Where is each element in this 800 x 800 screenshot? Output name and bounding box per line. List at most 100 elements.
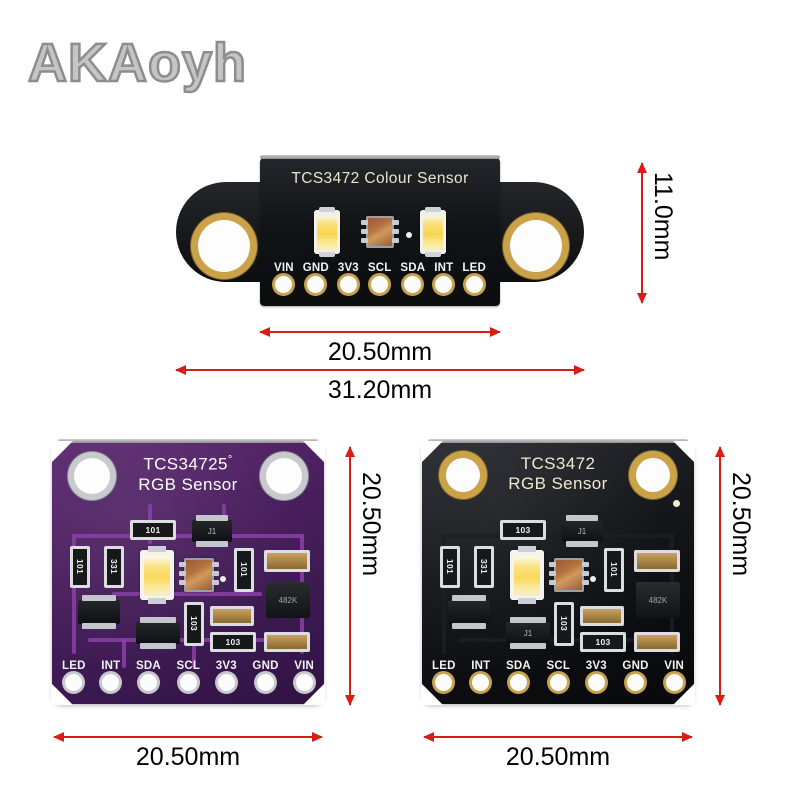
pin-pad[interactable] xyxy=(627,674,644,691)
pin-pad[interactable] xyxy=(472,674,490,691)
board-black-title-line1: TCS3472 xyxy=(520,454,596,473)
pin-label: LED xyxy=(62,660,86,672)
pin-vin[interactable]: VIN xyxy=(274,262,294,293)
pin-label: INT xyxy=(101,660,121,672)
pin-pad[interactable] xyxy=(549,674,567,691)
pin-label: SCL xyxy=(176,660,201,672)
pin-label: GND xyxy=(302,262,329,274)
dim-label-black-height: 20.50mm xyxy=(727,472,755,577)
brand-watermark-logo: AKAoyh xyxy=(27,32,248,95)
board-purple-tcs34725-rgb-sensor: TCS34725° RGB Sensor 101 J1 101 331 101 … xyxy=(51,439,325,705)
white-led xyxy=(140,546,174,604)
pin-vin[interactable]: VIN xyxy=(294,660,314,691)
transistor-left xyxy=(448,595,490,629)
pin-pad[interactable] xyxy=(65,674,83,691)
pin-gnd[interactable]: GND xyxy=(303,262,329,293)
dim-label-top-board-width: 20.50mm xyxy=(327,338,433,366)
pin-pad[interactable] xyxy=(217,674,235,691)
pin-scl[interactable]: SCL xyxy=(547,660,571,691)
resistor-101-left: 101 xyxy=(70,546,90,588)
pin-pad[interactable] xyxy=(102,674,120,691)
mounting-hole-right xyxy=(266,458,302,494)
pin-label: INT xyxy=(434,262,454,274)
dim-label-top-height: 11.0mm xyxy=(649,172,677,261)
pin-pad[interactable] xyxy=(509,674,527,691)
pin-pad[interactable] xyxy=(371,276,389,293)
dim-label-purple-width: 20.50mm xyxy=(135,743,241,771)
pin-scl[interactable]: SCL xyxy=(177,660,201,691)
pin-sda[interactable]: SDA xyxy=(506,660,531,691)
pin-pad[interactable] xyxy=(339,276,357,293)
pin-3v3[interactable]: 3V3 xyxy=(586,660,607,691)
pin-pad[interactable] xyxy=(665,674,683,691)
pin-pad[interactable] xyxy=(404,276,422,293)
capacitor-mid xyxy=(210,606,254,626)
pin-3v3[interactable]: 3V3 xyxy=(338,262,359,293)
pin-header-top: VIN GND 3V3 SCL SDA xyxy=(274,262,486,293)
pin-label: SCL xyxy=(546,660,571,672)
sensor-ic-pins xyxy=(361,216,399,248)
pin-pad[interactable] xyxy=(179,674,197,691)
pin-pad[interactable] xyxy=(139,674,157,691)
dim-line-purple-width xyxy=(53,732,323,742)
white-led-left xyxy=(314,207,340,257)
board-black-title-line2: RGB Sensor xyxy=(508,474,608,494)
pin-int[interactable]: INT xyxy=(101,660,120,691)
pin-pad[interactable] xyxy=(295,674,313,691)
pin-pad[interactable] xyxy=(587,674,605,691)
resistor-103-top: 103 xyxy=(500,520,546,540)
pin-led[interactable]: LED xyxy=(462,262,486,293)
pin-int[interactable]: INT xyxy=(434,262,453,293)
resistor-101-left: 101 xyxy=(440,546,460,588)
resistor-101-top: 101 xyxy=(130,520,176,540)
pin-label: LED xyxy=(432,660,456,672)
pin-led[interactable]: LED xyxy=(432,660,456,691)
sensor-ic-pins xyxy=(549,558,589,592)
pin-gnd[interactable]: GND xyxy=(252,660,278,691)
dim-label-top-overall-width: 31.20mm xyxy=(327,376,433,404)
dim-line-top-height xyxy=(637,162,647,304)
mounting-hole-left xyxy=(74,458,110,494)
pin-label: SCL xyxy=(367,262,392,274)
mounting-hole-left xyxy=(446,458,480,492)
resistor-103-mid: 103 xyxy=(184,602,204,646)
pin-vin[interactable]: VIN xyxy=(664,660,684,691)
board-purple-title-line2: RGB Sensor xyxy=(138,475,238,495)
capacitor-right xyxy=(634,550,680,572)
pin-sda[interactable]: SDA xyxy=(400,262,425,293)
pin-scl[interactable]: SCL xyxy=(368,262,392,293)
mounting-hole-right xyxy=(636,458,670,492)
capacitor-mid xyxy=(580,606,624,626)
pin-pad[interactable] xyxy=(435,276,453,293)
pin-pad[interactable] xyxy=(257,674,274,691)
pin-pad[interactable] xyxy=(465,276,483,293)
pin-label: 3V3 xyxy=(337,262,359,274)
test-point-dot xyxy=(590,576,596,582)
pin-label: LED xyxy=(462,262,486,274)
transistor-j1-top: J1 xyxy=(192,515,232,547)
pin-gnd[interactable]: GND xyxy=(622,660,648,691)
dim-line-purple-height xyxy=(345,446,355,706)
dim-label-black-width: 20.50mm xyxy=(505,743,611,771)
dim-line-top-overall-width xyxy=(175,365,585,375)
resistor-103-bottom: 103 xyxy=(580,632,626,652)
pin-pad[interactable] xyxy=(307,276,325,293)
capacitor-bottom-right xyxy=(264,632,310,652)
pin-pad[interactable] xyxy=(435,674,453,691)
pin-sda[interactable]: SDA xyxy=(136,660,161,691)
pin-label: 3V3 xyxy=(215,660,237,672)
pin-int[interactable]: INT xyxy=(471,660,490,691)
resistor-103-mid: 103 xyxy=(554,602,574,646)
transistor-bottom xyxy=(136,617,180,649)
pin-label: SDA xyxy=(135,660,161,672)
transistor-j1-top: J1 xyxy=(562,515,602,547)
pin-pad[interactable] xyxy=(275,276,293,293)
sensor-ic-chip xyxy=(179,558,219,592)
dim-line-top-board-width xyxy=(259,327,501,337)
pin-3v3[interactable]: 3V3 xyxy=(216,660,237,691)
pin-led[interactable]: LED xyxy=(62,660,86,691)
sensor-ic-pins xyxy=(179,558,219,592)
pin-label: VIN xyxy=(274,262,294,274)
pin-label: SDA xyxy=(505,660,531,672)
